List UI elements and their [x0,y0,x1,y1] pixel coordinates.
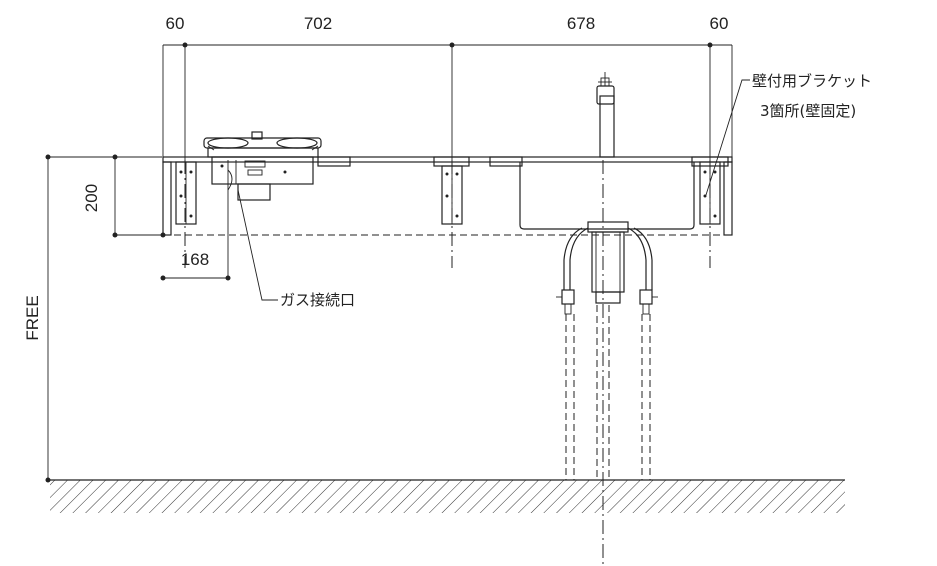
bracket-label-line1: 壁付用ブラケット [752,72,872,90]
wall-bracket-center [433,156,470,225]
faucet [596,72,615,158]
dim-span-right: 678 [567,14,595,33]
bracket-label-line2: 3箇所(壁固定) [760,102,856,120]
gas-connection-leader [237,189,278,301]
dim-height: 200 [82,184,101,212]
supply-pipes [556,227,658,315]
dim-left-margin: 60 [166,14,185,33]
wall-bracket-left [175,161,197,225]
dim-right-margin: 60 [710,14,729,33]
wall-bracket-right [691,156,729,225]
hidden-pipe-lines [565,305,651,480]
offset-dimension [160,160,231,281]
counter-tab [317,156,351,167]
height-dimension [112,154,162,238]
floor [48,479,845,513]
bracket-leader [705,79,750,196]
dim-span-left: 702 [304,14,332,33]
gas-stove [203,131,322,201]
floor-clearance-dimension [45,154,115,483]
top-dimension-line [162,42,733,235]
counter-tab [489,156,523,167]
sink-basin [519,162,695,304]
dim-offset: 168 [181,250,209,269]
gas-connection-label: ガス接続口 [280,291,355,309]
dim-floor-clearance: FREE [23,295,42,340]
